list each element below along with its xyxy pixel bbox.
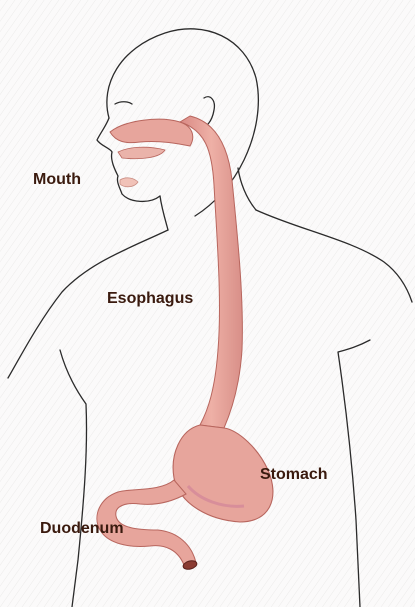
label-duodenum: Duodenum <box>40 521 124 537</box>
label-stomach: Stomach <box>260 467 328 483</box>
label-mouth: Mouth <box>33 172 81 188</box>
label-esophagus: Esophagus <box>107 291 193 307</box>
